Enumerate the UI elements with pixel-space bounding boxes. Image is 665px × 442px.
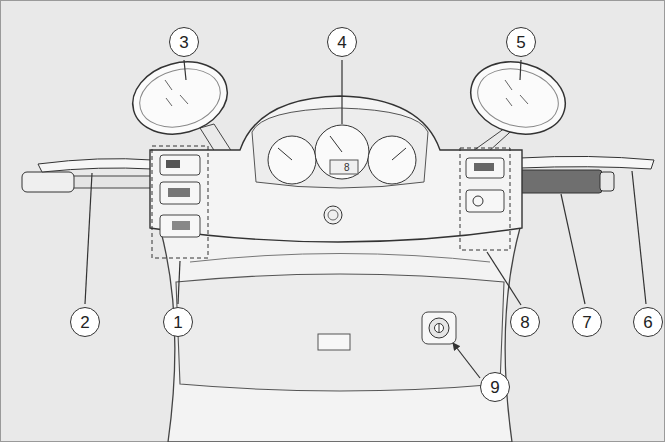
callout-circle: 6 <box>633 307 663 337</box>
callout-number: 8 <box>520 314 529 331</box>
callout-circle: 4 <box>327 27 357 57</box>
callout-circle: 8 <box>510 307 540 337</box>
callout-circle: 9 <box>480 372 510 402</box>
callout-number: 3 <box>179 34 188 51</box>
callout-circle: 3 <box>169 27 199 57</box>
callout-number: 2 <box>80 314 89 331</box>
callout-number: 5 <box>516 34 525 51</box>
callout-number: 9 <box>490 379 499 396</box>
display-digit: 8 <box>344 163 350 173</box>
callout-number: 7 <box>582 314 591 331</box>
callout-number: 1 <box>173 314 182 331</box>
callout-circle: 2 <box>70 307 100 337</box>
callout-number: 6 <box>643 314 652 331</box>
callout-circle: 5 <box>506 27 536 57</box>
callout-number: 4 <box>337 34 346 51</box>
callout-circle: 1 <box>163 307 193 337</box>
callout-circle: 7 <box>572 307 602 337</box>
